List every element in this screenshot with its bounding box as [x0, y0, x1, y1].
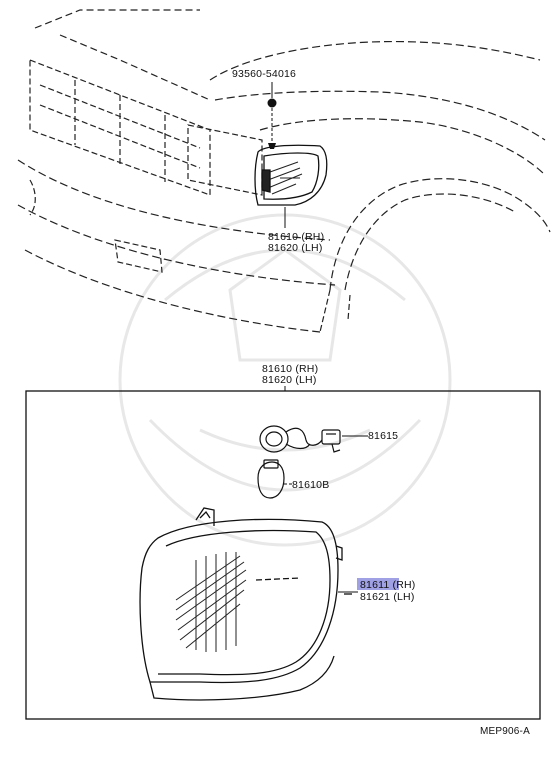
lens-part-label-rh[interactable]: 81611 (RH) — [360, 579, 416, 591]
lamp-part-label-rh[interactable]: 81610 (RH) — [268, 231, 324, 243]
vehicle-front-illustration — [17, 9, 551, 333]
highlighted-part-marker[interactable] — [357, 578, 399, 590]
diagram-code: MEP906-A — [480, 726, 530, 737]
lens-assembly-icon — [139, 507, 352, 701]
detail-header-lh[interactable]: 81620 (LH) — [262, 374, 317, 386]
lamp-part-label-lh[interactable]: 81620 (LH) — [268, 242, 323, 254]
socket-part-label[interactable]: 81615 — [368, 430, 398, 442]
detail-box-frame — [25, 390, 541, 720]
detail-header-rh[interactable]: 81610 (RH) — [262, 363, 318, 375]
screw-icon — [267, 98, 277, 149]
bulb-part-label[interactable]: 81610B — [292, 479, 329, 491]
bulb-icon — [257, 459, 285, 499]
screw-part-label[interactable]: 93560-54016 — [232, 68, 296, 80]
socket-wire-icon — [259, 425, 341, 453]
lens-part-label-lh[interactable]: 81621 (LH) — [360, 591, 415, 603]
corner-lamp-installed — [254, 144, 328, 206]
